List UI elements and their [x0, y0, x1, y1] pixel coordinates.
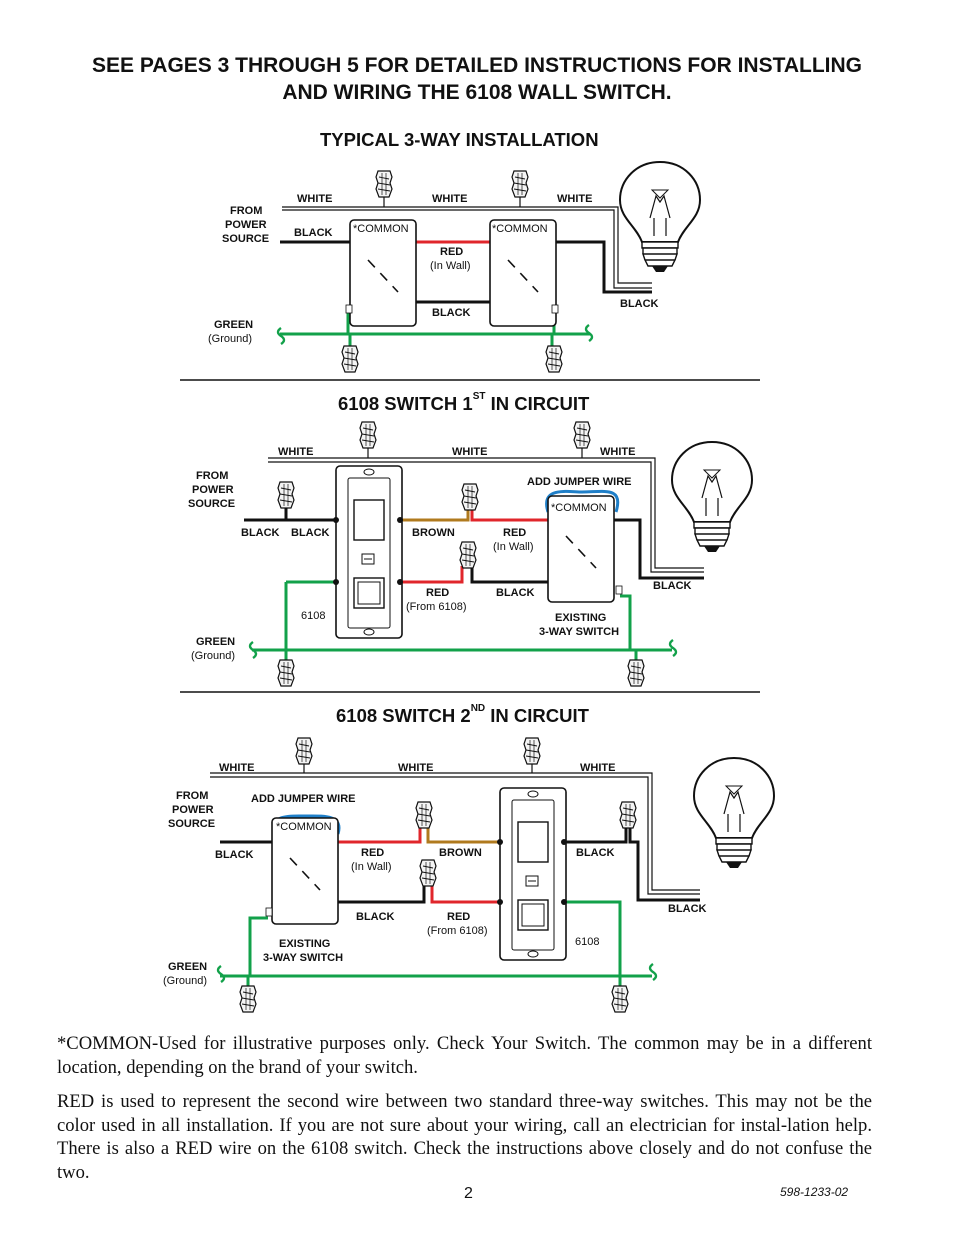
svg-text:BLACK: BLACK	[496, 587, 535, 599]
svg-text:(From 6108): (From 6108)	[406, 601, 467, 613]
svg-text:POWER: POWER	[192, 484, 234, 496]
diagram3-title: 6108 SWITCH 2ND IN CIRCUIT	[336, 703, 589, 726]
svg-text:BLACK: BLACK	[215, 849, 254, 861]
svg-text:FROM: FROM	[196, 470, 228, 482]
svg-text:ADD JUMPER WIRE: ADD JUMPER WIRE	[527, 476, 632, 488]
svg-text:FROM: FROM	[230, 205, 262, 217]
svg-text:WHITE: WHITE	[278, 446, 313, 458]
svg-text:BLACK: BLACK	[432, 307, 471, 319]
svg-text:*COMMON: *COMMON	[353, 223, 409, 235]
red-wire-note: RED is used to represent the second wire…	[57, 1091, 872, 1183]
svg-text:POWER: POWER	[172, 804, 214, 816]
svg-text:3-WAY SWITCH: 3-WAY SWITCH	[263, 952, 343, 964]
diagram2-title: 6108 SWITCH 1ST IN CIRCUIT	[338, 391, 590, 414]
diagram3: WHITE WHITE WHITE FROM POWER SOURCE ADD …	[163, 737, 775, 1013]
svg-text:GREEN: GREEN	[196, 636, 235, 648]
svg-text:SOURCE: SOURCE	[222, 233, 269, 245]
svg-text:RED: RED	[361, 847, 384, 859]
svg-text:WHITE: WHITE	[452, 446, 487, 458]
svg-text:BLACK: BLACK	[576, 847, 615, 859]
diagram2: WHITE WHITE WHITE FROM POWER SOURCE BLAC…	[188, 421, 753, 687]
svg-text:GREEN: GREEN	[168, 961, 207, 973]
document-number: 598-1233-02	[780, 1185, 849, 1199]
heading-line-2: AND WIRING THE 6108 WALL SWITCH.	[282, 81, 672, 104]
svg-text:SOURCE: SOURCE	[168, 818, 215, 830]
svg-text:BLACK: BLACK	[653, 580, 692, 592]
svg-text:*COMMON: *COMMON	[276, 821, 332, 833]
common-note: *COMMON-Used for illustrative purposes o…	[57, 1033, 872, 1078]
svg-text:FROM: FROM	[176, 790, 208, 802]
page-number: 2	[464, 1185, 473, 1202]
svg-text:WHITE: WHITE	[557, 193, 592, 205]
svg-text:BLACK: BLACK	[241, 527, 280, 539]
diagram1: WHITE WHITE WHITE FROM POWER SOURCE BLAC…	[208, 161, 701, 373]
svg-text:SOURCE: SOURCE	[188, 498, 235, 510]
svg-text:RED: RED	[503, 527, 526, 539]
page-heading: SEE PAGES 3 THROUGH 5 FOR DETAILED INSTR…	[0, 52, 954, 106]
svg-text:BROWN: BROWN	[439, 847, 482, 859]
svg-text:WHITE: WHITE	[432, 193, 467, 205]
svg-text:WHITE: WHITE	[297, 193, 332, 205]
svg-text:(Ground): (Ground)	[163, 975, 207, 987]
svg-text:(Ground): (Ground)	[208, 333, 252, 345]
svg-text:BLACK: BLACK	[620, 298, 659, 310]
svg-text:BLACK: BLACK	[356, 911, 395, 923]
svg-text:(In Wall): (In Wall)	[430, 260, 471, 272]
svg-text:*COMMON: *COMMON	[551, 502, 607, 514]
svg-text:EXISTING: EXISTING	[279, 938, 330, 950]
heading-line-1: SEE PAGES 3 THROUGH 5 FOR DETAILED INSTR…	[91, 54, 863, 77]
svg-text:*COMMON: *COMMON	[492, 223, 548, 235]
svg-text:BLACK: BLACK	[668, 903, 707, 915]
svg-text:RED: RED	[440, 246, 463, 258]
svg-text:WHITE: WHITE	[580, 762, 615, 774]
svg-text:(From 6108): (From 6108)	[427, 925, 488, 937]
svg-text:ADD JUMPER WIRE: ADD JUMPER WIRE	[251, 793, 356, 805]
diagram1-title: TYPICAL 3-WAY INSTALLATION	[320, 129, 599, 150]
svg-text:EXISTING: EXISTING	[555, 612, 606, 624]
svg-text:WHITE: WHITE	[219, 762, 254, 774]
svg-text:(Ground): (Ground)	[191, 650, 235, 662]
svg-text:BLACK: BLACK	[291, 527, 330, 539]
svg-text:6108: 6108	[301, 610, 325, 622]
svg-text:RED: RED	[426, 587, 449, 599]
svg-text:BLACK: BLACK	[294, 227, 333, 239]
svg-text:POWER: POWER	[225, 219, 267, 231]
svg-text:6108: 6108	[575, 936, 599, 948]
svg-text:RED: RED	[447, 911, 470, 923]
svg-text:(In Wall): (In Wall)	[493, 541, 534, 553]
svg-text:WHITE: WHITE	[398, 762, 433, 774]
svg-text:BROWN: BROWN	[412, 527, 455, 539]
svg-text:(In Wall): (In Wall)	[351, 861, 392, 873]
svg-text:GREEN: GREEN	[214, 319, 253, 331]
svg-text:3-WAY SWITCH: 3-WAY SWITCH	[539, 626, 619, 638]
svg-text:WHITE: WHITE	[600, 446, 635, 458]
